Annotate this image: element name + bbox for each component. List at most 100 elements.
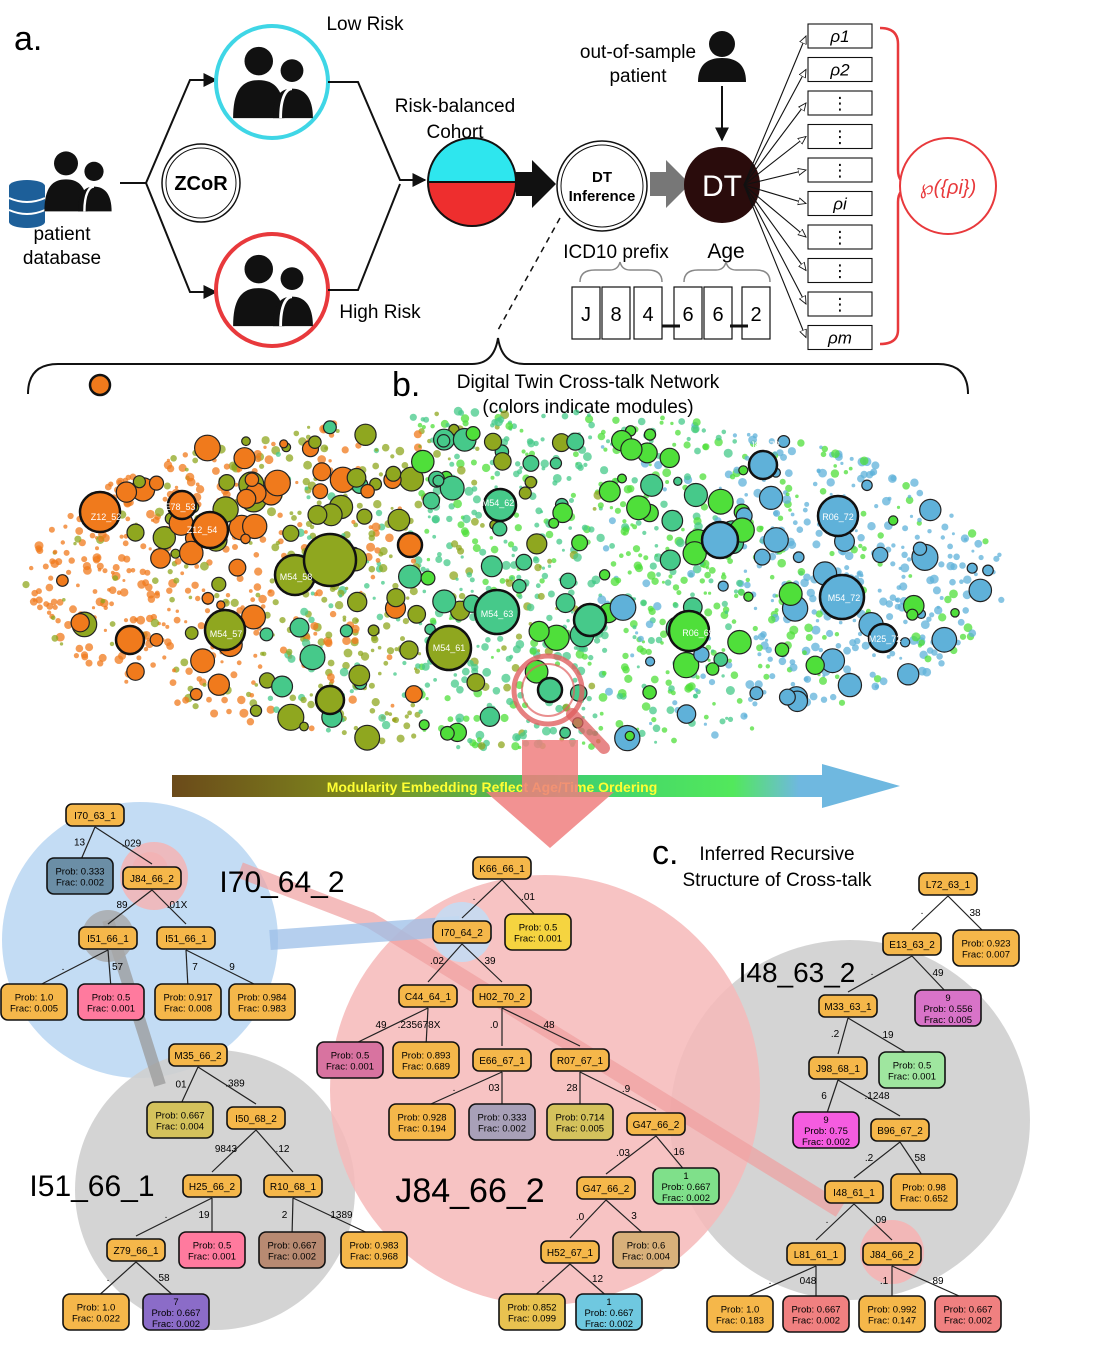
modularity-gradient-bar — [172, 775, 832, 797]
dt-node — [684, 147, 760, 223]
tree-leaf-text: Prob: 0.556 — [923, 1004, 972, 1015]
zcor-label: ZCoR — [174, 173, 228, 195]
tree-split-node: J84_66_2 — [122, 866, 182, 890]
tree-leaf-text: Prob: 0.893 — [401, 1051, 450, 1062]
panel-b: b. Digital Twin Cross-talk Network (colo… — [22, 337, 1005, 848]
tree-split-node-text: M35_66_2 — [174, 1051, 222, 1062]
tree-edge-label: . — [453, 1083, 456, 1094]
tree-leaf-text: Prob: 0.667 — [661, 1182, 710, 1193]
code-cell-text: 6 — [682, 304, 693, 326]
tree-title-2: Structure of Cross-talk — [683, 870, 872, 891]
tree-split-node-text: I70_64_2 — [441, 928, 483, 939]
tree-split-node-text: I51_66_1 — [87, 934, 129, 945]
tree-leaf-text: Frac: 0.007 — [962, 950, 1010, 961]
tree-split-node-text: C44_64_1 — [405, 992, 452, 1003]
code-cell-text: 4 — [642, 304, 653, 326]
tree-leaf-text: Prob: 0.984 — [237, 993, 286, 1004]
tree-split-node: M33_63_1 — [818, 994, 878, 1018]
tree-leaf-text: Prob: 0.5 — [331, 1051, 370, 1062]
rho-cell-text: ⋮ — [832, 228, 849, 247]
tree-edge-label: .1 — [880, 1276, 889, 1287]
code-cell-text: J — [581, 304, 591, 326]
tree-edge-label: .235678X — [398, 1020, 441, 1031]
oos-label-1: out-of-sample — [580, 42, 696, 63]
tree-split-node-text: H52_67_1 — [547, 1248, 594, 1259]
network-node-label: M54_62 — [482, 498, 515, 508]
tree-leaf-text: Prob: 0.714 — [555, 1113, 604, 1124]
tree-leaf-text: Frac: 0.005 — [10, 1004, 58, 1015]
tree-split-node: I48_61_1 — [824, 1180, 884, 1204]
rho-cell-text: ⋮ — [832, 94, 849, 113]
tree-split-node: Z79_66_1 — [106, 1238, 166, 1262]
network-node-label: R06_69 — [682, 628, 714, 638]
tree-edge-label: . — [769, 1276, 772, 1287]
tree-split-node-text: I70_63_1 — [74, 811, 116, 822]
tree-split-node: J84_66_2 — [862, 1242, 922, 1266]
tree-edge-label: 048 — [800, 1276, 817, 1287]
network-node-label: M54_63 — [481, 609, 514, 619]
tree-leaf-text: Frac: 0.983 — [238, 1004, 286, 1015]
tree-edge-label: .01X — [167, 900, 188, 911]
low-risk-label: Low Risk — [326, 14, 404, 35]
tree-leaf-text: Frac: 0.002 — [152, 1319, 200, 1330]
tree-split-node-text: G47_66_2 — [633, 1120, 680, 1131]
tree-split-node: I51_66_1 — [156, 926, 216, 950]
tree-edge-label: .2 — [865, 1153, 874, 1164]
low-risk-circle — [214, 24, 330, 140]
rho-cell: ρ2 — [807, 56, 873, 83]
big-label-j84: J84_66_2 — [395, 1172, 544, 1210]
tree-edge-label: 48 — [543, 1020, 555, 1031]
tree-leaf-text: Prob: 0.917 — [163, 993, 212, 1004]
tree-leaf-text: Prob: 0.923 — [961, 939, 1010, 950]
tree-split-node: M35_66_2 — [168, 1043, 228, 1067]
network-node-label: E78_53 — [164, 502, 195, 512]
panel-b-label: b. — [392, 366, 420, 404]
tree-leaf-text: Frac: 0.002 — [944, 1316, 992, 1327]
rho-cell-text: ρ2 — [829, 61, 850, 80]
tree-leaf-text: Prob: 0.667 — [267, 1241, 316, 1252]
tree-split-node: B96_67_2 — [870, 1118, 930, 1142]
tree-leaf-text: 7 — [173, 1297, 178, 1308]
tree-leaf-text: Frac: 0.652 — [900, 1194, 948, 1205]
tree-edge-label: 12 — [592, 1274, 604, 1285]
rho-cell: ⋮ — [807, 90, 873, 116]
tree-split-node-text: I48_61_1 — [833, 1188, 875, 1199]
tree-edge-label: .1248 — [864, 1091, 889, 1102]
rho-cell: ⋮ — [807, 157, 873, 183]
panel-c-label: c. — [652, 834, 678, 872]
tree-leaf-text: Frac: 0.002 — [268, 1252, 316, 1263]
tree-leaf-text: Frac: 0.099 — [508, 1314, 556, 1325]
tree-split-node-text: J84_66_2 — [130, 874, 174, 885]
code-cell-text: 6 — [712, 304, 723, 326]
network-title-2: (colors indicate modules) — [482, 397, 693, 418]
rho-fan — [743, 36, 806, 338]
magnifier-icon — [511, 653, 610, 754]
tree-split-node: K66_66_1 — [472, 856, 532, 880]
tree-leaf-text: Prob: 0.5 — [92, 993, 131, 1004]
tree-leaf-text: Prob: 0.667 — [155, 1111, 204, 1122]
database-icon — [8, 150, 113, 228]
tree-edge-label: 13 — [74, 838, 86, 849]
tree-split-node: I51_66_1 — [78, 926, 138, 950]
rho-cell: ρ1 — [807, 23, 873, 49]
db-label-1: patient — [33, 224, 91, 245]
tree-edge-label: 28 — [566, 1083, 578, 1094]
tree-leaf-text: Prob: 0.5 — [893, 1061, 932, 1072]
dti-label-2: Inference — [569, 188, 636, 205]
tree-leaf-text: Frac: 0.002 — [56, 878, 104, 889]
oos-label-2: patient — [609, 66, 667, 87]
arrow-to-dti-icon — [516, 160, 556, 208]
tree-split-node: H02_70_2 — [472, 984, 532, 1008]
tree-split-node: I70_64_2 — [432, 920, 492, 944]
tree-edge-label: . — [62, 962, 65, 973]
network-node-label: M54_58 — [280, 572, 313, 582]
